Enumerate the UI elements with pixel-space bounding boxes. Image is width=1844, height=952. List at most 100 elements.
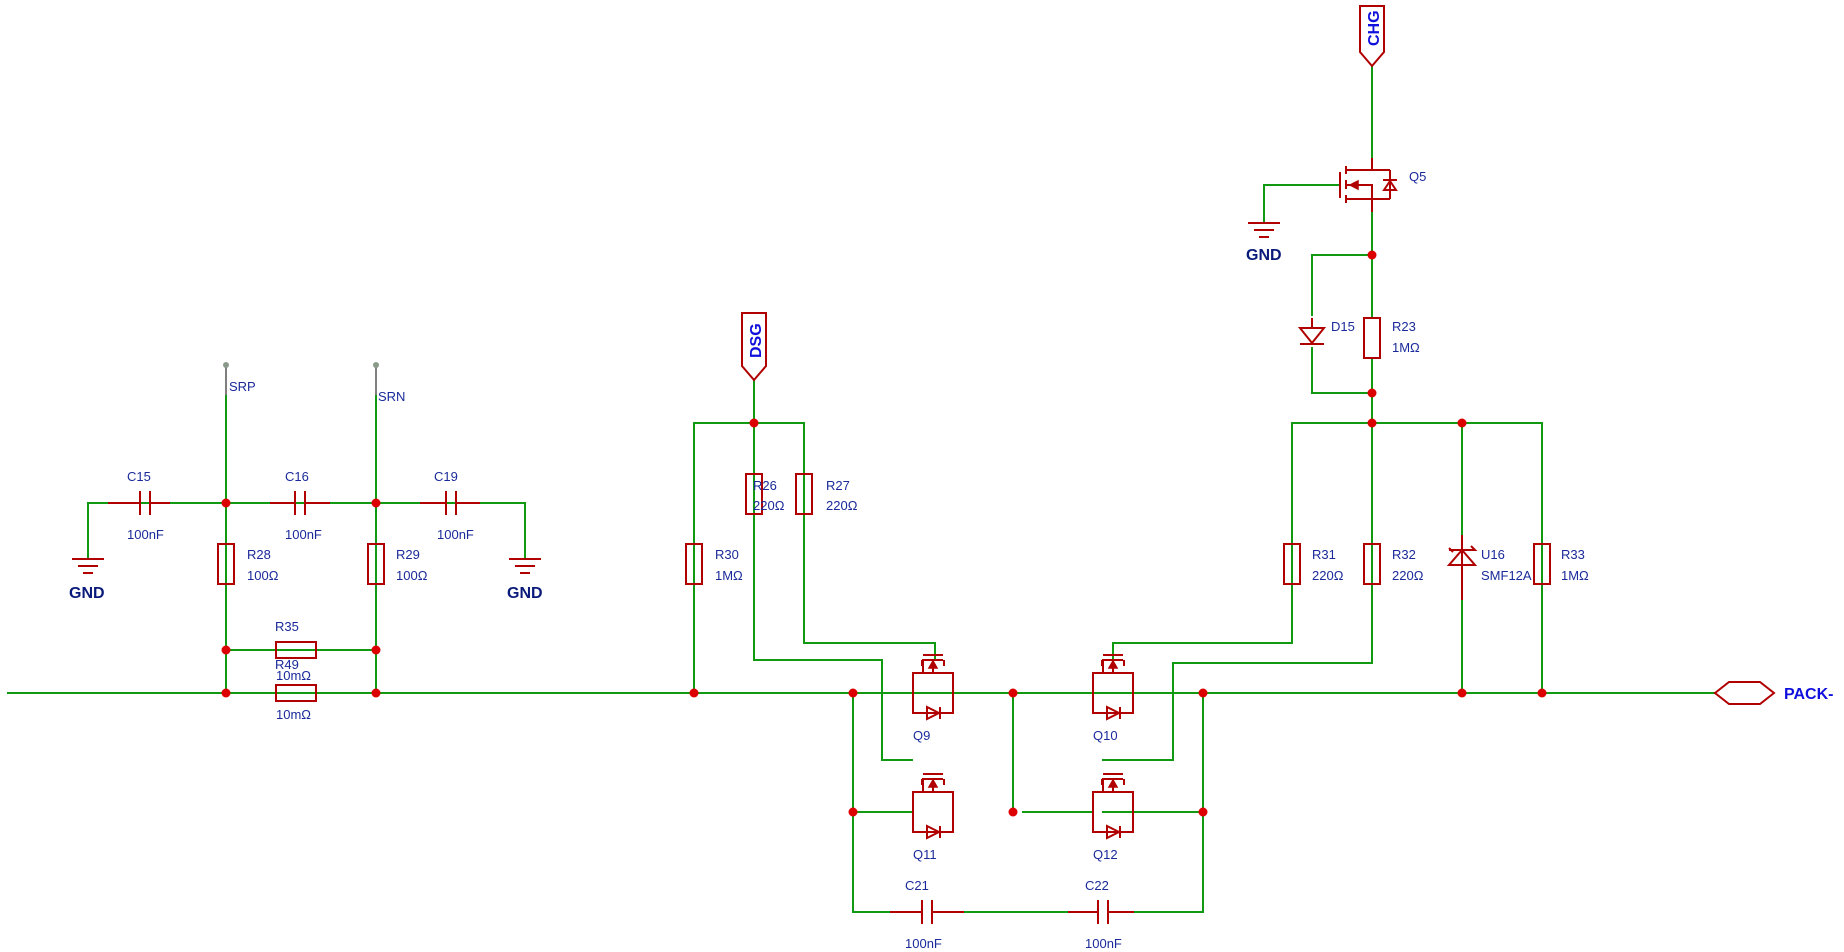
resistor-r30: R30 1MΩ bbox=[685, 543, 743, 585]
resistor-r23: R23 1MΩ bbox=[1363, 317, 1420, 359]
c22-ref: C22 bbox=[1085, 878, 1109, 893]
q10-ref: Q10 bbox=[1093, 728, 1118, 743]
junction-dot bbox=[1367, 388, 1377, 398]
junctions bbox=[221, 250, 1547, 817]
ground-left: GND bbox=[69, 558, 105, 602]
ground-right: GND bbox=[507, 558, 543, 602]
c22-value: 100nF bbox=[1085, 936, 1122, 951]
mosfet-body bbox=[912, 654, 954, 714]
mosfet-q5: Q5 bbox=[1339, 158, 1426, 212]
c15-value: 100nF bbox=[127, 527, 164, 542]
c16-value: 100nF bbox=[285, 527, 322, 542]
junction-dot bbox=[1198, 807, 1208, 817]
ground-label-left: GND bbox=[69, 585, 105, 602]
r28-value: 100Ω bbox=[247, 568, 279, 583]
c21-value: 100nF bbox=[905, 936, 942, 951]
port-chg: CHG bbox=[1359, 5, 1385, 68]
junction-dot bbox=[689, 688, 699, 698]
mosfet-q11: Q11 bbox=[912, 773, 954, 862]
junction-dot bbox=[1457, 688, 1467, 698]
capacitor-c15: C15 100nF bbox=[108, 469, 170, 542]
r49-ref: R49 bbox=[275, 657, 299, 672]
resistor-r28: R28 100Ω bbox=[217, 543, 279, 585]
resistor-r35: R35 10mΩ bbox=[275, 619, 317, 683]
c19-ref: C19 bbox=[434, 469, 458, 484]
mosfet-body bbox=[912, 773, 954, 833]
resistor-r27: R27 220Ω bbox=[795, 473, 858, 515]
port-dsg-label: DSG bbox=[748, 323, 765, 358]
u16-ref: U16 bbox=[1481, 547, 1505, 562]
r33-value: 1MΩ bbox=[1561, 568, 1589, 583]
junction-dot bbox=[371, 645, 381, 655]
capacitor-c22: C22 100nF bbox=[1068, 878, 1134, 951]
capacitor-c19: C19 100nF bbox=[420, 469, 480, 542]
diode-d15: D15 bbox=[1297, 318, 1355, 345]
c16-ref: C16 bbox=[285, 469, 309, 484]
r32-ref: R32 bbox=[1392, 547, 1416, 562]
junction-dot bbox=[848, 807, 858, 817]
junction-dot bbox=[1537, 688, 1547, 698]
resistor-r31: R31 220Ω bbox=[1283, 543, 1344, 585]
ground-q5: GND bbox=[1246, 222, 1282, 264]
r31-ref: R31 bbox=[1312, 547, 1336, 562]
capacitor-c21: C21 100nF bbox=[890, 878, 964, 951]
d15-ref: D15 bbox=[1331, 319, 1355, 334]
r35-ref: R35 bbox=[275, 619, 299, 634]
resistor-r33: R33 1MΩ bbox=[1533, 543, 1589, 585]
mosfet-q9: Q9 bbox=[912, 654, 954, 743]
r33-ref: R33 bbox=[1561, 547, 1585, 562]
r23-ref: R23 bbox=[1392, 319, 1416, 334]
q5-ref: Q5 bbox=[1409, 169, 1426, 184]
junction-dot bbox=[221, 645, 231, 655]
r29-ref: R29 bbox=[396, 547, 420, 562]
r27-value: 220Ω bbox=[826, 498, 858, 513]
junction-dot bbox=[1008, 688, 1018, 698]
r26-value: 220Ω bbox=[753, 498, 785, 513]
r26-ref: R26 bbox=[753, 478, 777, 493]
q9-ref: Q9 bbox=[913, 728, 930, 743]
junction-dot bbox=[221, 688, 231, 698]
port-dsg: DSG bbox=[741, 312, 767, 382]
r32-value: 220Ω bbox=[1392, 568, 1424, 583]
junction-dot bbox=[848, 688, 858, 698]
c21-ref: C21 bbox=[905, 878, 929, 893]
q11-ref: Q11 bbox=[913, 847, 937, 862]
port-pack-minus: PACK- bbox=[1713, 681, 1833, 705]
net-label-srp: SRP bbox=[229, 379, 256, 394]
junction-dot bbox=[1367, 250, 1377, 260]
r28-ref: R28 bbox=[247, 547, 271, 562]
r49-value: 10mΩ bbox=[276, 707, 311, 722]
resistor-r26: R26 220Ω bbox=[745, 473, 785, 515]
junction-dot bbox=[1457, 418, 1467, 428]
r30-ref: R30 bbox=[715, 547, 739, 562]
resistor-r29: R29 100Ω bbox=[367, 543, 428, 585]
junction-dot bbox=[1008, 807, 1018, 817]
net-label-srn: SRN bbox=[378, 389, 405, 404]
capacitor-c16: C16 100nF bbox=[270, 469, 330, 542]
port-pack-minus-label: PACK- bbox=[1784, 686, 1833, 703]
junction-dot bbox=[749, 418, 759, 428]
ground-label-q5: GND bbox=[1246, 247, 1282, 264]
ground-label-right: GND bbox=[507, 585, 543, 602]
r23-value: 1MΩ bbox=[1392, 340, 1420, 355]
r31-value: 220Ω bbox=[1312, 568, 1344, 583]
r29-value: 100Ω bbox=[396, 568, 428, 583]
mosfet-body bbox=[1092, 654, 1134, 714]
junction-dot bbox=[371, 688, 381, 698]
junction-dot bbox=[1198, 688, 1208, 698]
resistor-r32: R32 220Ω bbox=[1363, 543, 1424, 585]
c19-value: 100nF bbox=[437, 527, 474, 542]
wires bbox=[7, 65, 1716, 913]
mosfet-q10: Q10 bbox=[1092, 654, 1134, 743]
r30-value: 1MΩ bbox=[715, 568, 743, 583]
q12-ref: Q12 bbox=[1093, 847, 1118, 862]
r35-value: 10mΩ bbox=[276, 668, 311, 683]
port-chg-label: CHG bbox=[1366, 10, 1383, 46]
junction-dot bbox=[371, 498, 381, 508]
junction-dot bbox=[221, 498, 231, 508]
c15-ref: C15 bbox=[127, 469, 151, 484]
u16-value: SMF12A bbox=[1481, 568, 1532, 583]
tvs-diode-u16: U16 SMF12A bbox=[1446, 535, 1532, 600]
mosfet-body bbox=[1092, 773, 1134, 833]
